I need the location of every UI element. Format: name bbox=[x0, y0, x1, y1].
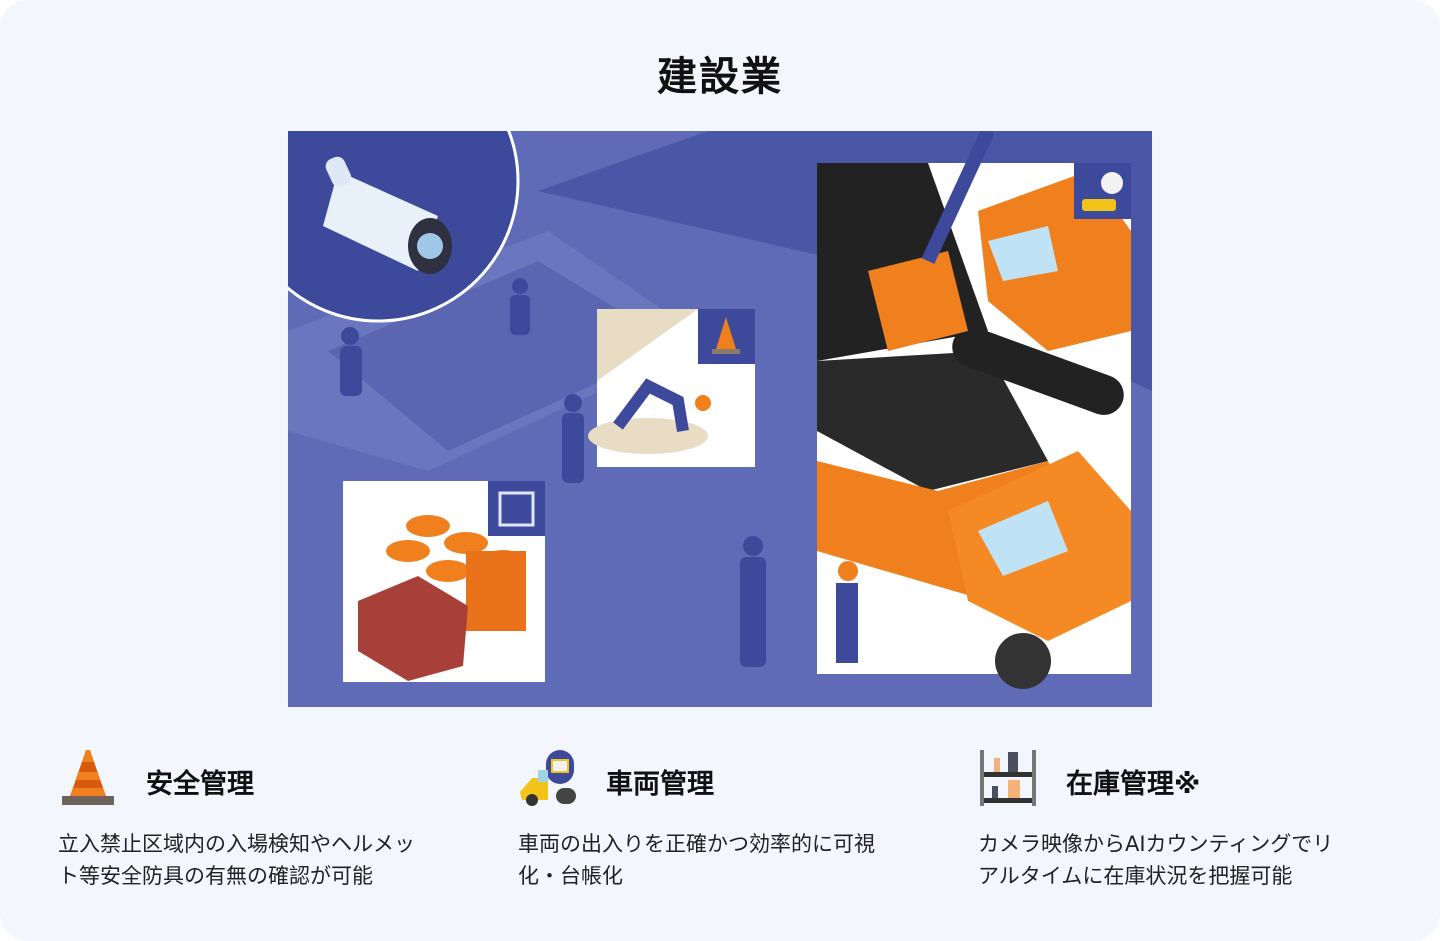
description-line: ト等安全防具の有無の確認が可能 bbox=[58, 864, 373, 888]
feature-description: 立入禁止区域内の入場検知やヘルメッ ト等安全防具の有無の確認が可能 bbox=[58, 828, 478, 892]
description-line: アルタイムに在庫状況を把握可能 bbox=[978, 864, 1293, 888]
barrels bbox=[386, 515, 526, 631]
feature-heading: 安全管理 bbox=[146, 769, 254, 800]
brick-pallet bbox=[358, 576, 468, 681]
description-line: 化・台帳化 bbox=[518, 864, 623, 888]
description-line: 車両の出入りを正確かつ効率的に可視 bbox=[518, 832, 875, 856]
feature-heading: 車両管理 bbox=[606, 769, 714, 800]
traffic-cone-icon bbox=[62, 750, 114, 805]
feature-description: カメラ映像からAIカウンティングでリ アルタイムに在庫状況を把握可能 bbox=[978, 828, 1398, 892]
fallen-worker bbox=[613, 378, 689, 432]
worker-silhouettes bbox=[340, 278, 766, 667]
inventory-badge bbox=[488, 481, 545, 536]
page-title: 建設業 bbox=[657, 54, 783, 100]
description-line: 立入禁止区域内の入場検知やヘルメッ bbox=[58, 832, 415, 856]
inventory-shelf-icon bbox=[980, 750, 1036, 806]
description-line: カメラ映像からAIカウンティングでリ bbox=[978, 832, 1334, 856]
feature-heading: 在庫管理※ bbox=[1066, 769, 1201, 800]
security-camera-icon bbox=[323, 156, 452, 274]
worker bbox=[836, 583, 858, 663]
vehicle-roller-icon bbox=[520, 750, 576, 806]
construction-site-illustration bbox=[288, 131, 1152, 707]
feature-description: 車両の出入りを正確かつ効率的に可視 化・台帳化 bbox=[518, 828, 938, 892]
